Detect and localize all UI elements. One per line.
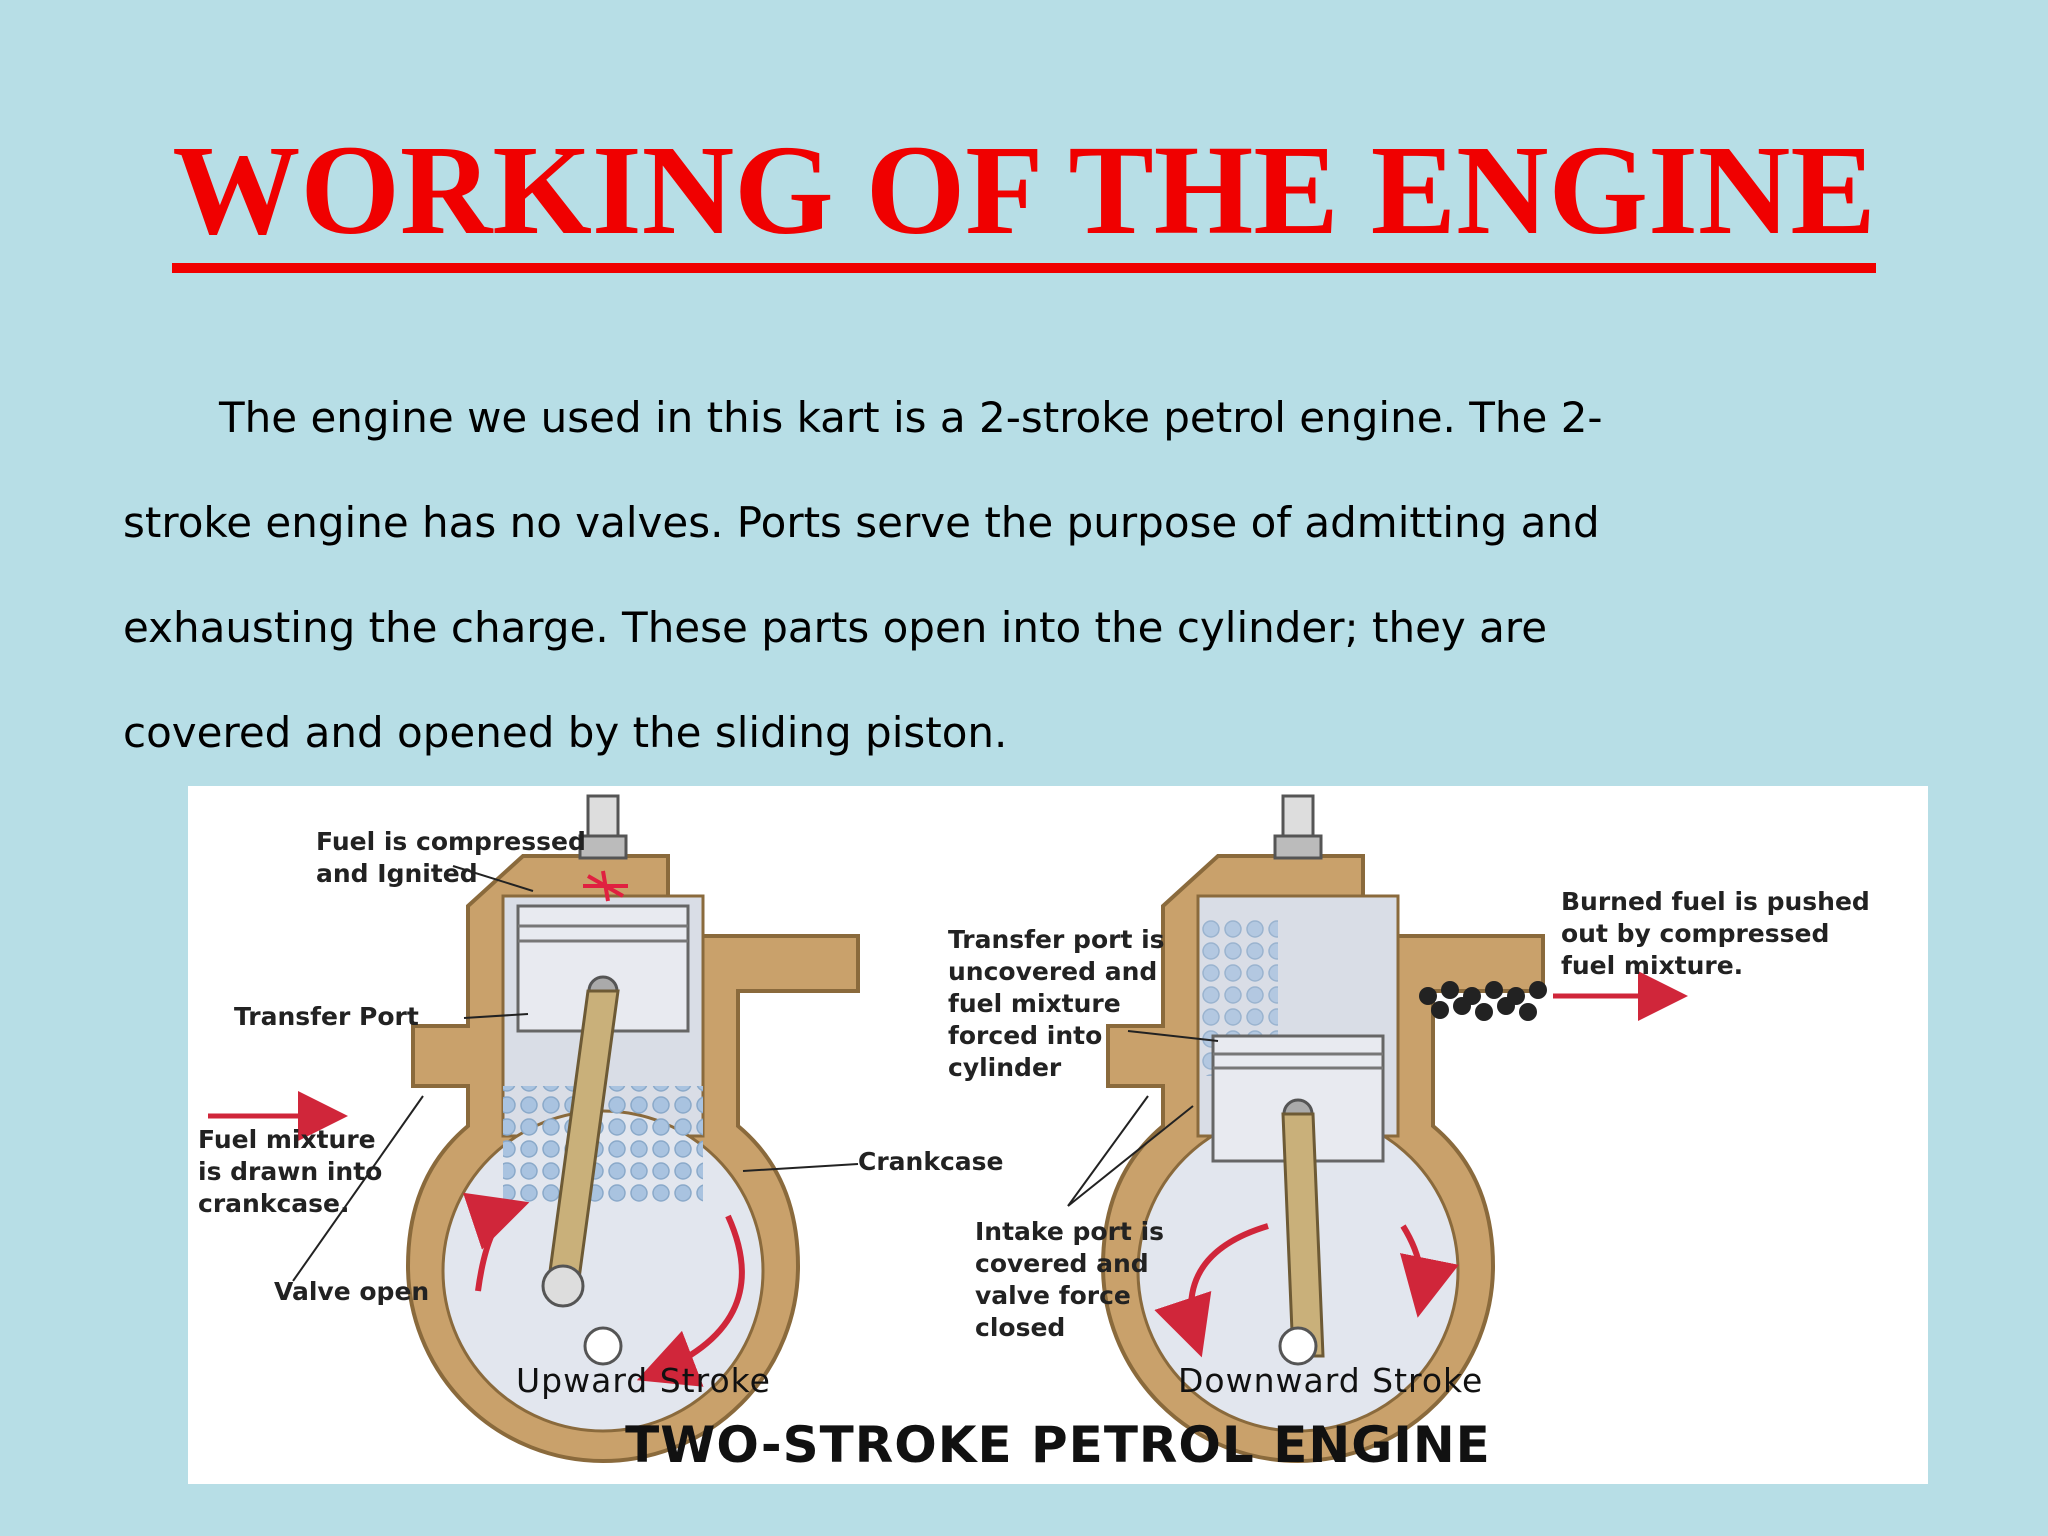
slide-title: WORKING OF THE ENGINE [0,119,2048,273]
label-intake-port-covered: Intake port is covered and valve force c… [975,1217,1165,1342]
label-valve-open: Valve open [274,1277,430,1306]
right-engine [1067,794,1688,1463]
engine-diagram-drawing [208,794,1688,1463]
left-engine [208,794,860,1463]
label-transfer-port-uncovered: Transfer port is uncovered and fuel mixt… [948,925,1165,1082]
label-fuel-mixture-drawn: Fuel mixture is drawn into crankcase. [198,1125,383,1218]
body-paragraph: The engine we used in this kart is a 2-s… [123,393,1603,757]
diagram-caption: TWO-STROKE PETROL ENGINE [625,1416,1491,1474]
label-transfer-port: Transfer Port [234,1002,419,1031]
slide-title-text: WORKING OF THE ENGINE [172,119,1876,273]
engine-diagram: Fuel is compressed and Ignited Transfer … [188,786,1928,1484]
label-fuel-compressed: Fuel is compressed and Ignited [316,827,586,888]
label-burned-fuel-pushed: Burned fuel is pushed out by compressed … [1561,887,1870,980]
label-crankcase: Crankcase [858,1147,1004,1176]
downward-stroke-label: Downward Stroke [1178,1361,1484,1400]
upward-stroke-label: Upward Stroke [516,1361,771,1400]
